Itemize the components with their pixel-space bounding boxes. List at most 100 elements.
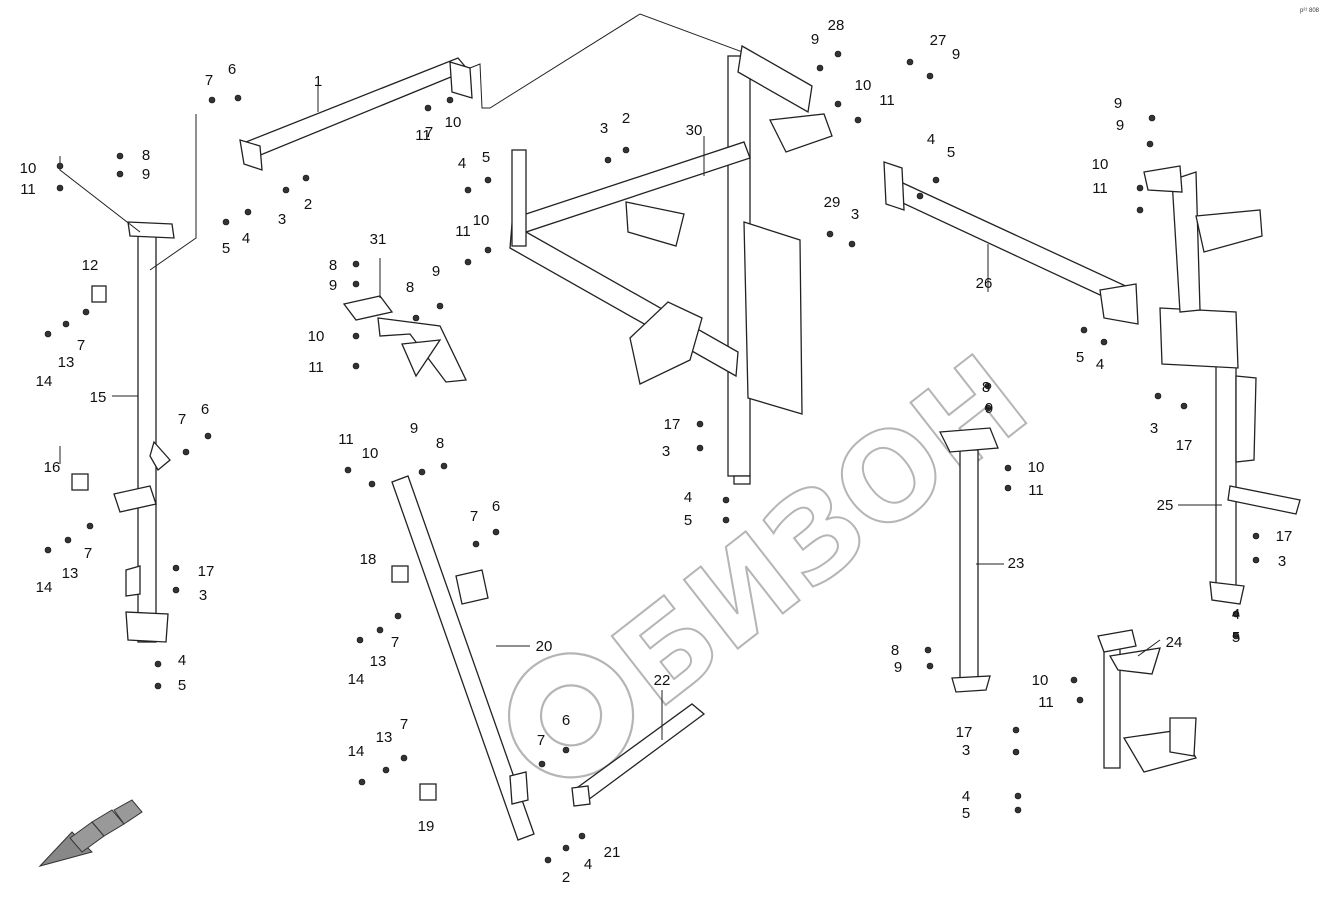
fastener-icon [358, 778, 366, 786]
callout-7: 7 [425, 124, 433, 141]
fastener-icon [1012, 726, 1020, 734]
fastener-icon [352, 362, 360, 370]
callout-28: 28 [828, 17, 845, 34]
callout-10: 10 [445, 114, 462, 131]
callout-3: 3 [962, 742, 970, 759]
fastener-icon [1014, 806, 1022, 814]
fastener-icon [578, 832, 586, 840]
callout-11: 11 [455, 223, 471, 240]
callout-9: 9 [952, 46, 960, 63]
fastener-icon [56, 184, 64, 192]
callout-2: 2 [304, 196, 312, 213]
fastener-icon [208, 96, 216, 104]
fastener-icon [604, 156, 612, 164]
fastener-icon [412, 314, 420, 322]
callout-10: 10 [1028, 459, 1045, 476]
callout-17: 17 [956, 724, 973, 741]
callout-8: 8 [891, 642, 899, 659]
fastener-icon [56, 162, 64, 170]
fastener-icon [382, 766, 390, 774]
callout-7: 7 [205, 72, 213, 89]
callout-11: 11 [338, 431, 354, 448]
pins [71, 285, 437, 801]
fastener-icon [154, 682, 162, 690]
callout-14: 14 [348, 743, 365, 760]
callout-4: 4 [927, 131, 935, 148]
part-30-rear-frame [509, 44, 833, 485]
corner-code: р²¹ 808 [1300, 8, 1320, 14]
callout-5: 5 [178, 677, 186, 694]
fastener-icon [926, 662, 934, 670]
callout-4: 4 [1232, 606, 1240, 623]
fastener-icon [44, 330, 52, 338]
fastener-icon [352, 280, 360, 288]
part-26-right-beam [883, 161, 1139, 325]
callout-11: 11 [1028, 482, 1044, 499]
fastener-icon [538, 760, 546, 768]
fastener-icon [854, 116, 862, 124]
part-15-left-post [113, 221, 175, 643]
callout-4: 4 [1096, 356, 1104, 373]
fastener-icon [816, 64, 824, 72]
callout-6: 6 [562, 712, 570, 729]
callout-11: 11 [415, 127, 431, 144]
fastener-icon [352, 332, 360, 340]
callout-6: 6 [492, 498, 500, 515]
callout-7: 7 [178, 411, 186, 428]
fastener-icon [924, 646, 932, 654]
fastener-icon [352, 260, 360, 268]
part-25-right-post [1143, 165, 1301, 605]
fastener-icon [222, 218, 230, 226]
fastener-icon [1148, 114, 1156, 122]
callout-11: 11 [20, 181, 36, 198]
callout-3: 3 [600, 120, 608, 137]
callout-11: 11 [1092, 180, 1108, 197]
fastener-icon [394, 612, 402, 620]
callout-4: 4 [684, 489, 692, 506]
callout-5: 5 [947, 144, 955, 161]
callout-9: 9 [410, 420, 418, 437]
callout-10: 10 [1092, 156, 1109, 173]
fastener-icon [484, 246, 492, 254]
fastener-icon [1146, 140, 1154, 148]
part-23-column [938, 427, 999, 693]
fastener-icon [848, 240, 856, 248]
fastener-icon [1076, 696, 1084, 704]
callout-13: 13 [62, 565, 79, 582]
fastener-icon [282, 186, 290, 194]
fastener-icon [172, 564, 180, 572]
fastener-icon [1004, 464, 1012, 472]
fastener-icon [234, 94, 242, 102]
callout-8: 8 [329, 257, 337, 274]
fastener-icon [1136, 184, 1144, 192]
callout-2: 2 [622, 110, 630, 127]
callout-23: 23 [1008, 555, 1025, 572]
fastener-icon [906, 58, 914, 66]
fastener-icon [344, 466, 352, 474]
fastener-icon [1154, 392, 1162, 400]
fastener-icon [464, 186, 472, 194]
fastener-icon [376, 626, 384, 634]
fastener-icon [436, 302, 444, 310]
fastener-icon [984, 382, 992, 390]
fastener-icon [1136, 206, 1144, 214]
callout-8: 8 [142, 147, 150, 164]
callout-3: 3 [278, 211, 286, 228]
callout-27: 27 [930, 32, 947, 49]
callout-7: 7 [470, 508, 478, 525]
part-24-support [1097, 629, 1197, 773]
fastener-icon [1180, 402, 1188, 410]
fastener-icon [472, 540, 480, 548]
fastener-icon [916, 192, 924, 200]
callout-8: 8 [982, 379, 990, 396]
fastener-icon [1232, 610, 1240, 618]
fastener-icon [834, 100, 842, 108]
callout-31: 31 [370, 231, 387, 248]
callout-8: 8 [406, 279, 414, 296]
callout-3: 3 [662, 443, 670, 460]
callout-3: 3 [199, 587, 207, 604]
callout-10: 10 [362, 445, 379, 462]
callout-5: 5 [482, 149, 490, 166]
part-22-tube [571, 703, 706, 807]
